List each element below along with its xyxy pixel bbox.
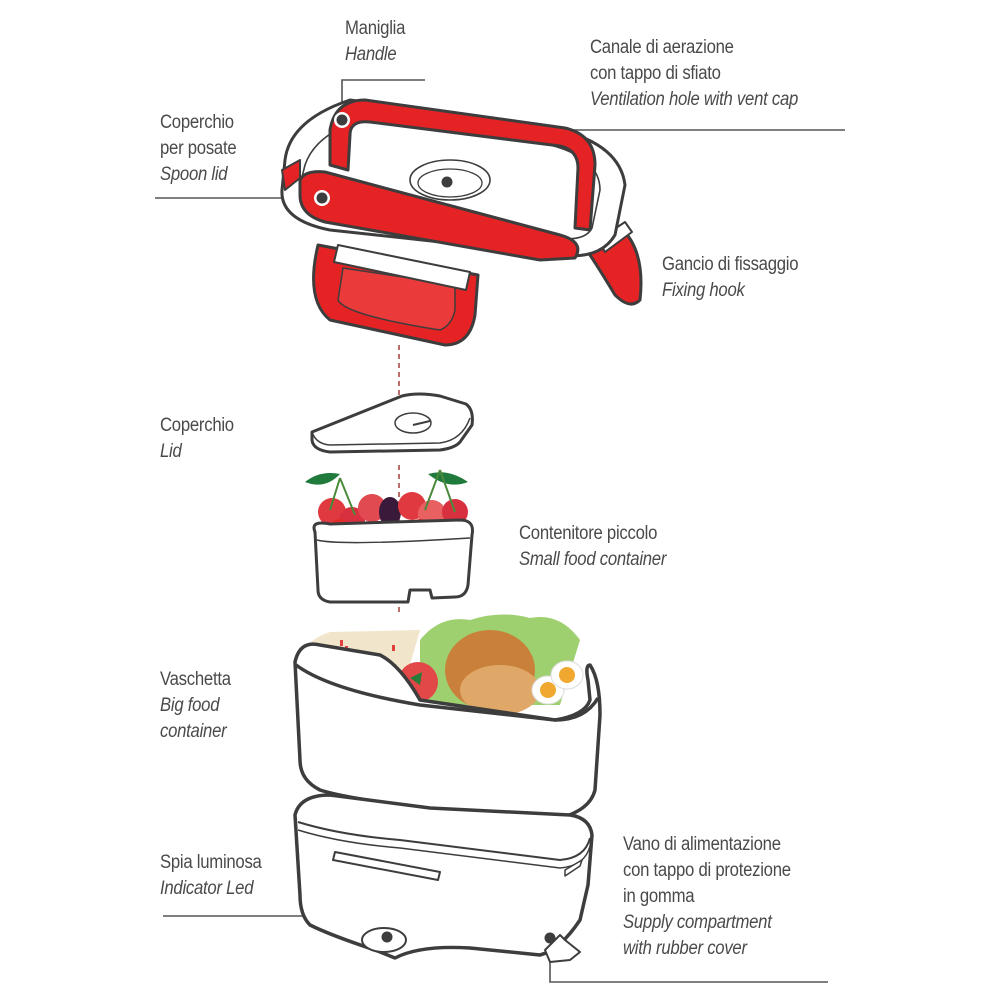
label-handle-en: Handle [345,44,397,65]
label-big-container-it: Vaschetta [160,669,231,690]
label-big-container-en-2: container [160,721,227,742]
label-indicator-led-en: Indicator Led [160,878,254,899]
small-container [305,469,474,604]
handle [328,98,597,232]
label-supply-it-2: con tappo di protezione [623,860,791,881]
label-vent-it-1: Canale di aerazione [590,37,734,58]
label-fixing-hook: Gancio di fissaggio Fixing hook [662,252,799,304]
label-indicator-led-it: Spia luminosa [160,852,262,873]
label-vent-it-2: con tappo di sfiato [590,63,721,84]
label-big-container-en-1: Big food [160,695,220,716]
label-supply: Vano di alimentazione con tappo di prote… [623,832,791,962]
small-lid [310,392,474,454]
label-spoon-lid-it-1: Coperchio [160,112,234,133]
label-vent: Canale di aerazione con tappo di sfiato … [590,35,798,113]
label-indicator-led: Spia luminosa Indicator Led [160,850,262,902]
label-spoon-lid: Coperchio per posate Spoon lid [160,110,237,188]
label-small-container-en: Small food container [519,549,667,570]
spoon-lid [298,170,580,262]
label-lid: Coperchio Lid [160,413,234,465]
label-lid-en: Lid [160,441,182,462]
label-supply-en-2: with rubber cover [623,938,747,959]
label-small-container-it: Contenitore piccolo [519,523,658,544]
outer-lid [280,98,643,347]
label-supply-it-3: in gomma [623,886,695,907]
label-vent-en: Ventilation hole with vent cap [590,89,799,110]
label-handle-it: Maniglia [345,18,406,39]
label-small-container: Contenitore piccolo Small food container [519,521,666,573]
label-spoon-lid-en: Spoon lid [160,164,228,185]
label-fixing-hook-it: Gancio di fissaggio [662,254,799,275]
label-fixing-hook-en: Fixing hook [662,280,745,301]
label-spoon-lid-it-2: per posate [160,138,237,159]
label-supply-it-1: Vano di alimentazione [623,834,781,855]
heating-base [293,793,594,963]
big-container [293,614,602,820]
label-supply-en-1: Supply compartment [623,912,772,933]
label-lid-it: Coperchio [160,415,234,436]
label-big-container: Vaschetta Big food container [160,667,231,745]
label-handle: Maniglia Handle [345,16,405,68]
